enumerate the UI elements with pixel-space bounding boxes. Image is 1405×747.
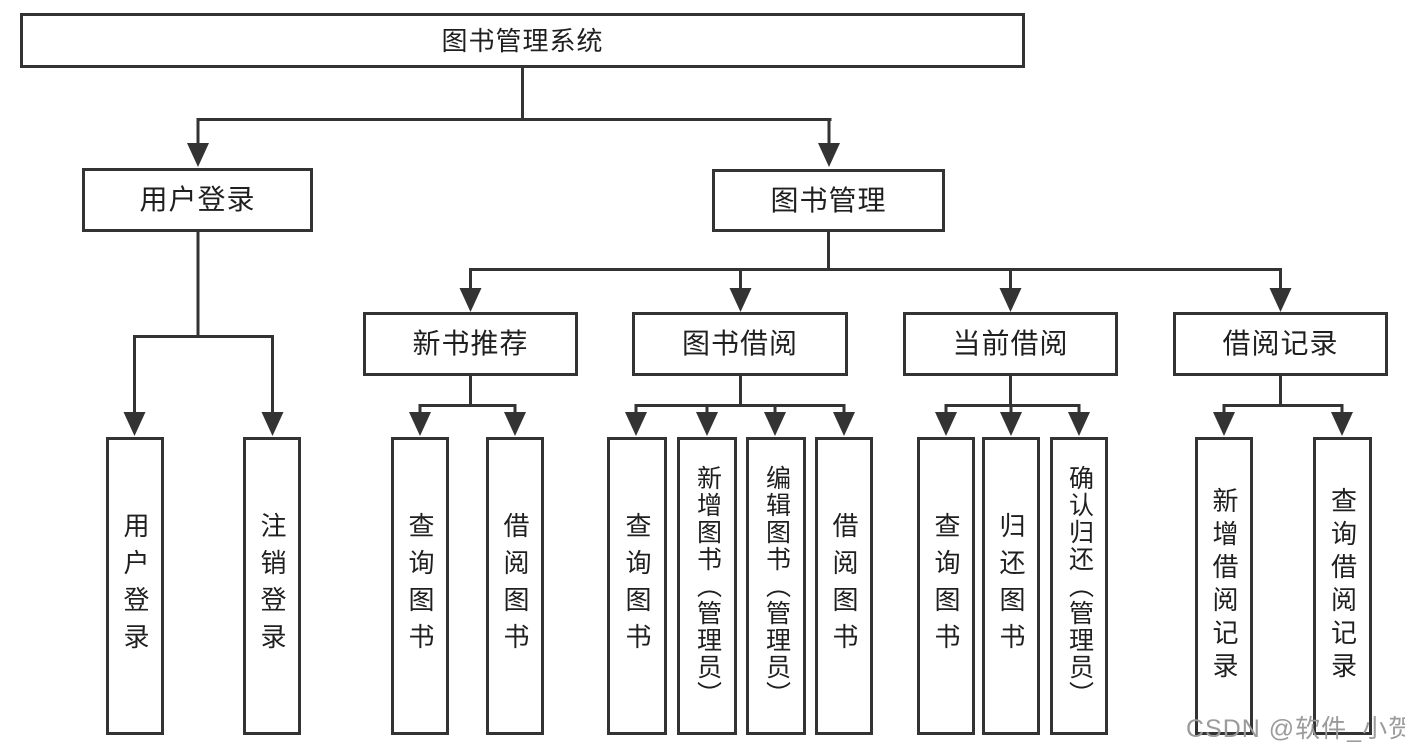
leaf-borrow-books: 借阅图书 bbox=[815, 437, 873, 735]
leaf-query-books-borrow: 查询图书 bbox=[607, 437, 667, 735]
arrow-icon bbox=[1068, 412, 1090, 436]
node-current-borrow-label: 当前借阅 bbox=[952, 328, 1069, 359]
arrow-icon bbox=[1213, 412, 1235, 436]
node-library-system-label: 图书管理系统 bbox=[441, 25, 604, 56]
leaf-return-books-label: 归还图书 bbox=[996, 512, 1026, 660]
arrow-icon bbox=[187, 143, 209, 167]
leaf-edit-books-admin-label: 编辑图书（管理员） bbox=[762, 464, 791, 708]
arrow-icon bbox=[261, 412, 284, 436]
node-borrow-records-label: 借阅记录 bbox=[1222, 328, 1339, 359]
arrowheads bbox=[123, 143, 1353, 436]
leaf-query-books-current: 查询图书 bbox=[917, 437, 975, 735]
leaf-add-borrow-record-label: 新增借阅记录 bbox=[1209, 487, 1239, 685]
arrow-icon bbox=[625, 412, 647, 436]
connector-path bbox=[133, 67, 1344, 414]
leaf-borrow-books-recommend-label: 借阅图书 bbox=[500, 512, 530, 660]
csdn-watermark: CSDN @软件_小贺同学 bbox=[1186, 715, 1405, 743]
arrow-icon bbox=[1269, 288, 1292, 312]
node-new-book-recommend-label: 新书推荐 bbox=[412, 328, 529, 359]
leaf-query-books-current-label: 查询图书 bbox=[931, 512, 961, 660]
node-book-management-label: 图书管理 bbox=[770, 184, 887, 216]
leaf-confirm-return-admin-label: 确认归还（管理员） bbox=[1065, 464, 1094, 708]
arrow-icon bbox=[729, 288, 752, 312]
node-book-borrow-label: 图书借阅 bbox=[681, 328, 798, 359]
arrow-icon bbox=[999, 288, 1022, 312]
leaf-query-borrow-record-label: 查询借阅记录 bbox=[1327, 487, 1358, 685]
arrow-icon bbox=[409, 412, 431, 436]
leaf-return-books: 归还图书 bbox=[982, 437, 1040, 735]
node-current-borrow: 当前借阅 bbox=[903, 312, 1118, 376]
leaf-query-books-recommend: 查询图书 bbox=[391, 437, 449, 735]
leaf-add-books-admin: 新增图书（管理员） bbox=[677, 437, 737, 735]
leaf-logout-label: 注销登录 bbox=[257, 512, 287, 660]
leaf-logout: 注销登录 bbox=[243, 437, 301, 735]
leaf-borrow-books-label: 借阅图书 bbox=[829, 512, 859, 660]
leaf-query-books-borrow-label: 查询图书 bbox=[622, 512, 652, 660]
arrow-icon bbox=[764, 412, 786, 436]
leaf-edit-books-admin: 编辑图书（管理员） bbox=[746, 437, 806, 735]
arrow-icon bbox=[818, 143, 840, 167]
node-library-system: 图书管理系统 bbox=[20, 13, 1025, 68]
arrow-icon bbox=[504, 412, 526, 436]
leaf-query-books-recommend-label: 查询图书 bbox=[405, 512, 435, 660]
arrow-icon bbox=[1000, 412, 1022, 436]
arrow-icon bbox=[696, 412, 718, 436]
arrow-icon bbox=[459, 288, 482, 312]
leaf-add-books-admin-label: 新增图书（管理员） bbox=[693, 464, 722, 708]
node-borrow-records: 借阅记录 bbox=[1173, 312, 1388, 376]
leaf-user-login-label: 用户登录 bbox=[120, 512, 150, 660]
arrow-icon bbox=[1331, 412, 1353, 436]
leaf-borrow-books-recommend: 借阅图书 bbox=[486, 437, 544, 735]
arrow-icon bbox=[123, 412, 146, 436]
node-user-login-label: 用户登录 bbox=[139, 184, 256, 215]
arrow-icon bbox=[935, 412, 957, 436]
leaf-confirm-return-admin: 确认归还（管理员） bbox=[1050, 437, 1108, 735]
node-book-borrow: 图书借阅 bbox=[632, 312, 848, 376]
leaf-user-login: 用户登录 bbox=[106, 437, 164, 735]
node-book-management: 图书管理 bbox=[712, 169, 945, 232]
leaf-query-borrow-record: 查询借阅记录 bbox=[1313, 437, 1372, 735]
node-user-login: 用户登录 bbox=[82, 168, 313, 232]
arrow-icon bbox=[833, 412, 855, 436]
node-new-book-recommend: 新书推荐 bbox=[363, 312, 578, 376]
leaf-add-borrow-record: 新增借阅记录 bbox=[1195, 437, 1253, 735]
